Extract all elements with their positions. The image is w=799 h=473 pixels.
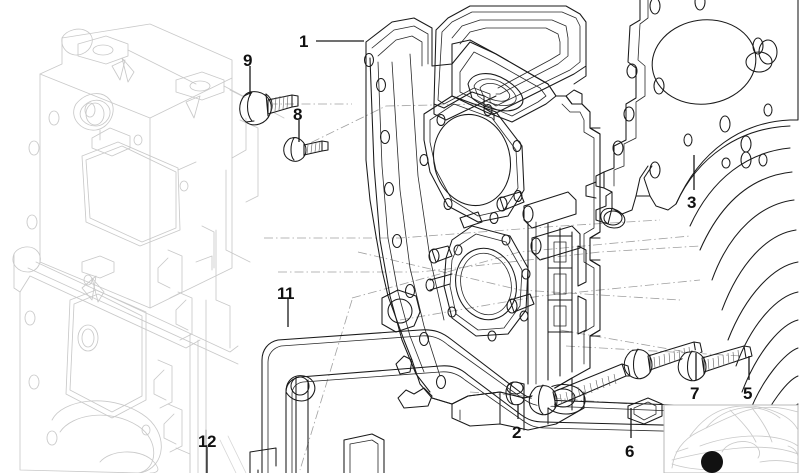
part-2-sealing-plug bbox=[505, 381, 525, 406]
gasket-ribbon-upper bbox=[433, 5, 587, 121]
part-5-hex-bolt-short bbox=[677, 345, 753, 382]
callout-label-1[interactable]: 1 bbox=[299, 32, 308, 51]
callout-label-5[interactable]: 5 bbox=[743, 384, 752, 403]
callout-label-11[interactable]: 11 bbox=[277, 284, 294, 303]
vehicle-locator-box bbox=[663, 404, 799, 473]
callout-label-2[interactable]: 2 bbox=[512, 423, 521, 442]
part-6-hex-bolt-long bbox=[528, 363, 631, 416]
engine-location-marker bbox=[701, 451, 723, 473]
part-8-hex-bolt-small bbox=[283, 137, 329, 162]
callout-label-12[interactable]: 12 bbox=[198, 432, 216, 451]
callout-label-7[interactable]: 7 bbox=[690, 384, 699, 403]
part-9-hex-flange-bolt-large bbox=[238, 91, 299, 126]
callout-label-3[interactable]: 3 bbox=[687, 193, 696, 212]
callout-leader-lines bbox=[206, 40, 750, 473]
callout-label-8[interactable]: 8 bbox=[293, 105, 302, 124]
callout-label-6[interactable]: 6 bbox=[625, 442, 634, 461]
part-1-timing-case-housing bbox=[363, 17, 601, 431]
part-7-hex-bolt-medium bbox=[623, 341, 703, 380]
callout-label-9[interactable]: 9 bbox=[243, 51, 252, 70]
